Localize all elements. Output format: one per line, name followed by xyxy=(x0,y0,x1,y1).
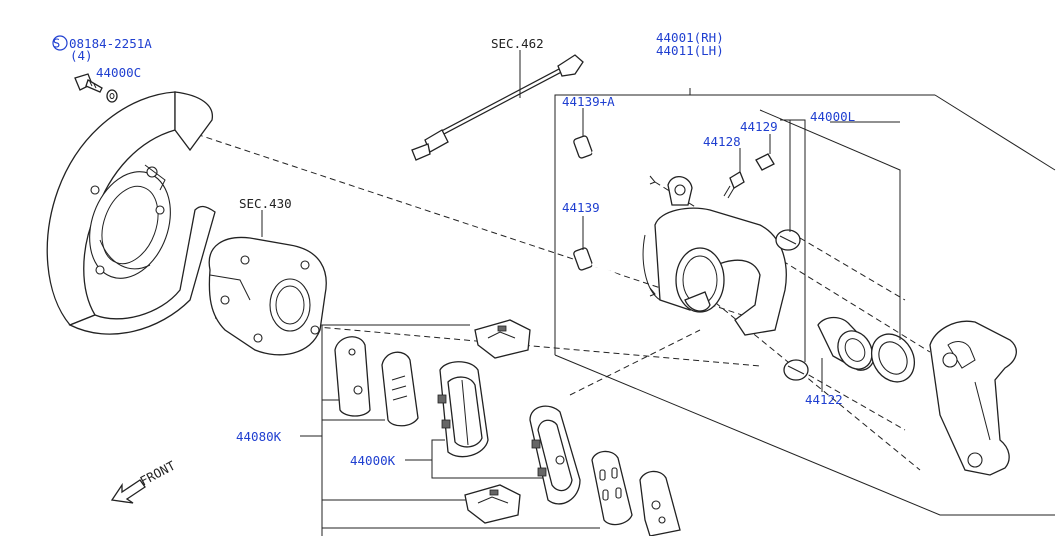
hub-assembly xyxy=(208,236,327,356)
backing-plate xyxy=(46,91,216,335)
seal-kit-leader xyxy=(759,109,901,362)
caliper-rh-number: 44001(RH) xyxy=(656,30,724,45)
guide-boot-lower xyxy=(783,359,809,381)
pad-clip-lower xyxy=(464,484,521,524)
washer xyxy=(106,89,118,103)
pad-set-number: 44000K xyxy=(350,453,396,468)
guide-boot-upper xyxy=(775,229,801,251)
screw-symbol-label: S xyxy=(53,36,61,51)
piston xyxy=(817,316,875,371)
caliper-body xyxy=(642,176,787,336)
pad-set-bracket xyxy=(405,439,545,479)
front-arrow-icon xyxy=(110,479,146,504)
screw-symbol-icon xyxy=(52,35,68,51)
bleeder-cap xyxy=(755,153,775,171)
pad-kit-bracket xyxy=(300,324,600,536)
guide-pin-upper xyxy=(573,135,656,185)
bleeder-screw xyxy=(723,171,745,199)
guide-pin-a-number: 44139+A xyxy=(562,94,615,109)
washer-part-number: 44000C xyxy=(96,65,141,80)
pad-clip-upper xyxy=(474,319,531,359)
pad-shim-outer-2 xyxy=(591,450,633,526)
caliper-bracket xyxy=(929,320,1017,476)
screw-part-number: 08184-2251A xyxy=(69,36,152,51)
screw-bolt xyxy=(74,73,103,93)
hose-section-ref: SEC.462 xyxy=(491,36,544,51)
caliper-group-frame xyxy=(554,88,1056,516)
pad-kit-number: 44080K xyxy=(236,429,282,444)
brake-pad-inner xyxy=(437,361,489,458)
seal-kit-number: 44000L xyxy=(810,109,855,124)
pad-shim-outer xyxy=(381,351,419,427)
caliper-lh-number: 44011(LH) xyxy=(656,43,724,58)
front-direction-label: FRONT xyxy=(137,458,178,489)
bleeder-part-number: 44128 xyxy=(703,134,741,149)
pad-shim-outer-3 xyxy=(639,470,681,536)
brake-hose xyxy=(411,54,584,161)
piston-seal xyxy=(870,333,916,383)
guide-pin-number: 44139 xyxy=(562,200,600,215)
guide-pin-lower xyxy=(573,247,656,297)
bleeder-cap-number: 44129 xyxy=(740,119,778,134)
brake-pad-outer xyxy=(529,405,581,505)
pad-shim-inner xyxy=(334,336,371,417)
piston-part-number: 44122 xyxy=(805,392,843,407)
hub-section-ref: SEC.430 xyxy=(239,196,292,211)
screw-quantity: (4) xyxy=(70,48,93,63)
